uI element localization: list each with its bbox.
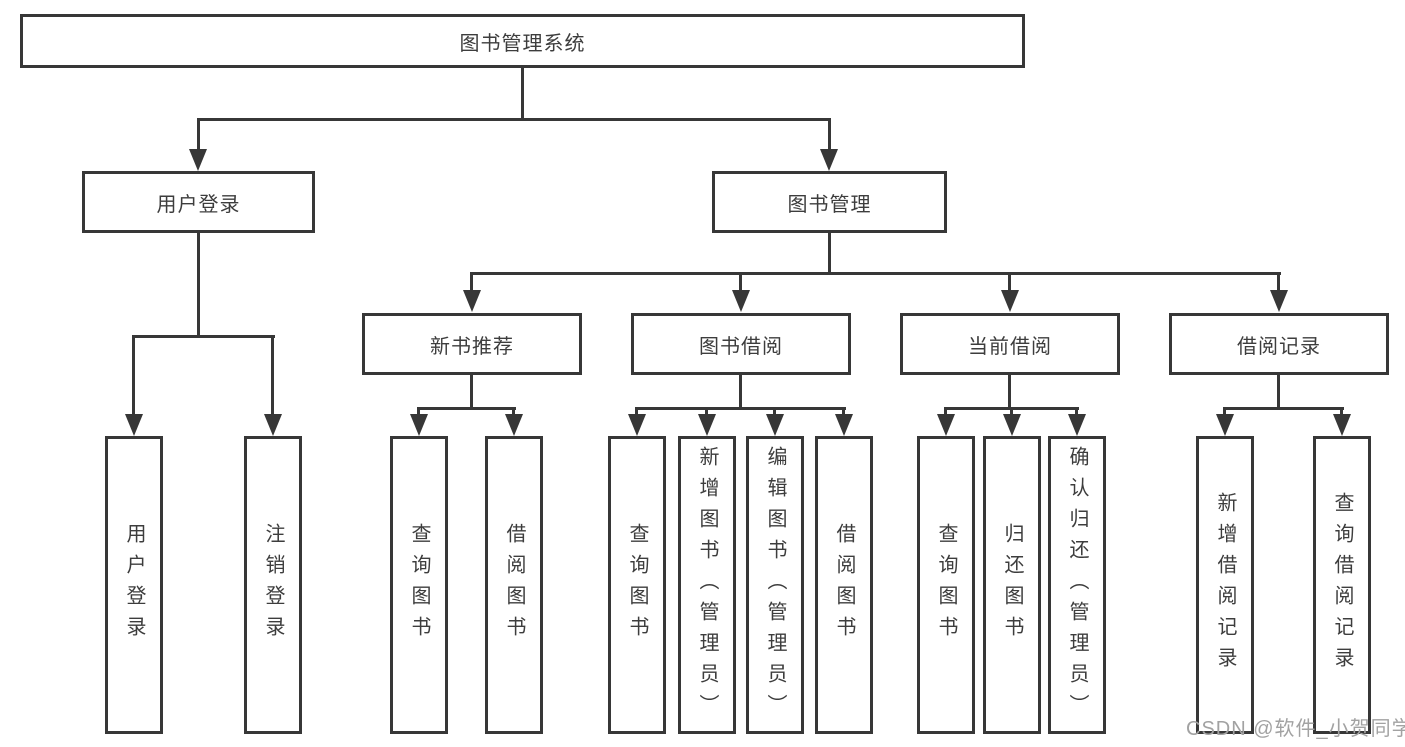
connector-drop — [635, 407, 638, 417]
arrow-down-icon — [628, 414, 646, 436]
node-new-book-recommend: 新书推荐 — [362, 313, 582, 375]
connector-drop — [1010, 407, 1013, 417]
node-root-label: 图书管理系统 — [459, 32, 586, 55]
connector-level2-rail — [197, 118, 831, 121]
connector-borrowrecord-stem — [1277, 375, 1280, 407]
connector-borrowrecord-rail — [1223, 407, 1344, 410]
leaf-current-return-books-label: 归还图书 — [1001, 523, 1023, 647]
arrow-down-icon — [1216, 414, 1234, 436]
arrow-down-icon — [835, 414, 853, 436]
arrow-down-icon — [1333, 414, 1351, 436]
arrow-down-icon — [410, 414, 428, 436]
connector-drop — [944, 407, 947, 417]
connector-drop — [512, 407, 515, 417]
leaf-newbook-query-books-label: 查询图书 — [408, 523, 430, 647]
leaf-current-query-books-label: 查询图书 — [935, 523, 957, 647]
connector-drop — [132, 335, 135, 415]
arrow-down-icon — [125, 414, 143, 436]
leaf-logout-login: 注销登录 — [244, 436, 302, 734]
connector-userlogin-rail — [132, 335, 275, 338]
connector-userlogin-stem — [197, 233, 200, 335]
leaf-record-add: 新增借阅记录 — [1196, 436, 1254, 734]
connector-drop — [739, 272, 742, 294]
connector-newbook-rail — [417, 407, 516, 410]
node-user-login-label: 用户登录 — [156, 193, 241, 216]
arrow-down-icon — [1001, 290, 1019, 312]
arrow-down-icon — [1068, 414, 1086, 436]
connector-root-stem — [521, 68, 524, 118]
connector-drop — [828, 118, 831, 151]
connector-drop — [1340, 407, 1343, 417]
leaf-user-login-label: 用户登录 — [123, 523, 145, 647]
connector-level3-rail — [470, 272, 1281, 275]
leaf-logout-login-label: 注销登录 — [262, 523, 284, 647]
leaf-current-confirm-return-admin-label: 确认归还（管理员） — [1066, 445, 1088, 725]
arrow-down-icon — [732, 290, 750, 312]
connector-drop — [1223, 407, 1226, 417]
arrow-down-icon — [698, 414, 716, 436]
node-book-borrow-label: 图书借阅 — [699, 335, 783, 358]
leaf-current-return-books: 归还图书 — [983, 436, 1041, 734]
leaf-borrow-add-books-admin-label: 新增图书（管理员） — [696, 445, 718, 725]
leaf-current-confirm-return-admin: 确认归还（管理员） — [1048, 436, 1106, 734]
connector-drop — [271, 335, 274, 415]
arrow-down-icon — [937, 414, 955, 436]
node-root: 图书管理系统 — [20, 14, 1025, 68]
connector-drop — [773, 407, 776, 417]
connector-drop — [1075, 407, 1078, 417]
connector-drop — [1008, 272, 1011, 294]
arrow-down-icon — [463, 290, 481, 312]
node-borrow-record: 借阅记录 — [1169, 313, 1389, 375]
leaf-borrow-borrow-books-label: 借阅图书 — [833, 523, 855, 647]
leaf-borrow-edit-books-admin-label: 编辑图书（管理员） — [764, 445, 786, 725]
leaf-borrow-add-books-admin: 新增图书（管理员） — [678, 436, 736, 734]
connector-drop — [1277, 272, 1280, 294]
connector-bookmgmt-stem — [828, 233, 831, 272]
arrow-down-icon — [1003, 414, 1021, 436]
arrow-down-icon — [264, 414, 282, 436]
node-book-management: 图书管理 — [712, 171, 947, 233]
connector-drop — [470, 272, 473, 294]
leaf-borrow-borrow-books: 借阅图书 — [815, 436, 873, 734]
leaf-newbook-borrow-books: 借阅图书 — [485, 436, 543, 734]
connector-bookborrow-stem — [739, 375, 742, 407]
node-new-book-recommend-label: 新书推荐 — [430, 335, 514, 358]
connector-newbook-stem — [470, 375, 473, 407]
csdn-watermark: CSDN @软件_小贺同学 — [1186, 718, 1405, 740]
connector-currentborrow-stem — [1008, 375, 1011, 407]
node-user-login: 用户登录 — [82, 171, 315, 233]
leaf-record-add-label: 新增借阅记录 — [1214, 492, 1236, 678]
arrow-down-icon — [1270, 290, 1288, 312]
leaf-borrow-edit-books-admin: 编辑图书（管理员） — [746, 436, 804, 734]
arrow-down-icon — [505, 414, 523, 436]
node-current-borrow: 当前借阅 — [900, 313, 1120, 375]
connector-drop — [842, 407, 845, 417]
arrow-down-icon — [820, 149, 838, 171]
arrow-down-icon — [189, 149, 207, 171]
leaf-record-query: 查询借阅记录 — [1313, 436, 1371, 734]
leaf-newbook-query-books: 查询图书 — [390, 436, 448, 734]
node-borrow-record-label: 借阅记录 — [1237, 335, 1321, 358]
connector-drop — [705, 407, 708, 417]
leaf-user-login: 用户登录 — [105, 436, 163, 734]
connector-drop — [417, 407, 420, 417]
leaf-borrow-query-books: 查询图书 — [608, 436, 666, 734]
node-book-borrow: 图书借阅 — [631, 313, 851, 375]
node-book-management-label: 图书管理 — [787, 193, 872, 216]
leaf-borrow-query-books-label: 查询图书 — [626, 523, 648, 647]
leaf-record-query-label: 查询借阅记录 — [1331, 492, 1353, 678]
node-current-borrow-label: 当前借阅 — [968, 335, 1052, 358]
arrow-down-icon — [766, 414, 784, 436]
leaf-newbook-borrow-books-label: 借阅图书 — [503, 523, 525, 647]
leaf-current-query-books: 查询图书 — [917, 436, 975, 734]
connector-drop — [197, 118, 200, 151]
connector-bookborrow-rail — [635, 407, 846, 410]
